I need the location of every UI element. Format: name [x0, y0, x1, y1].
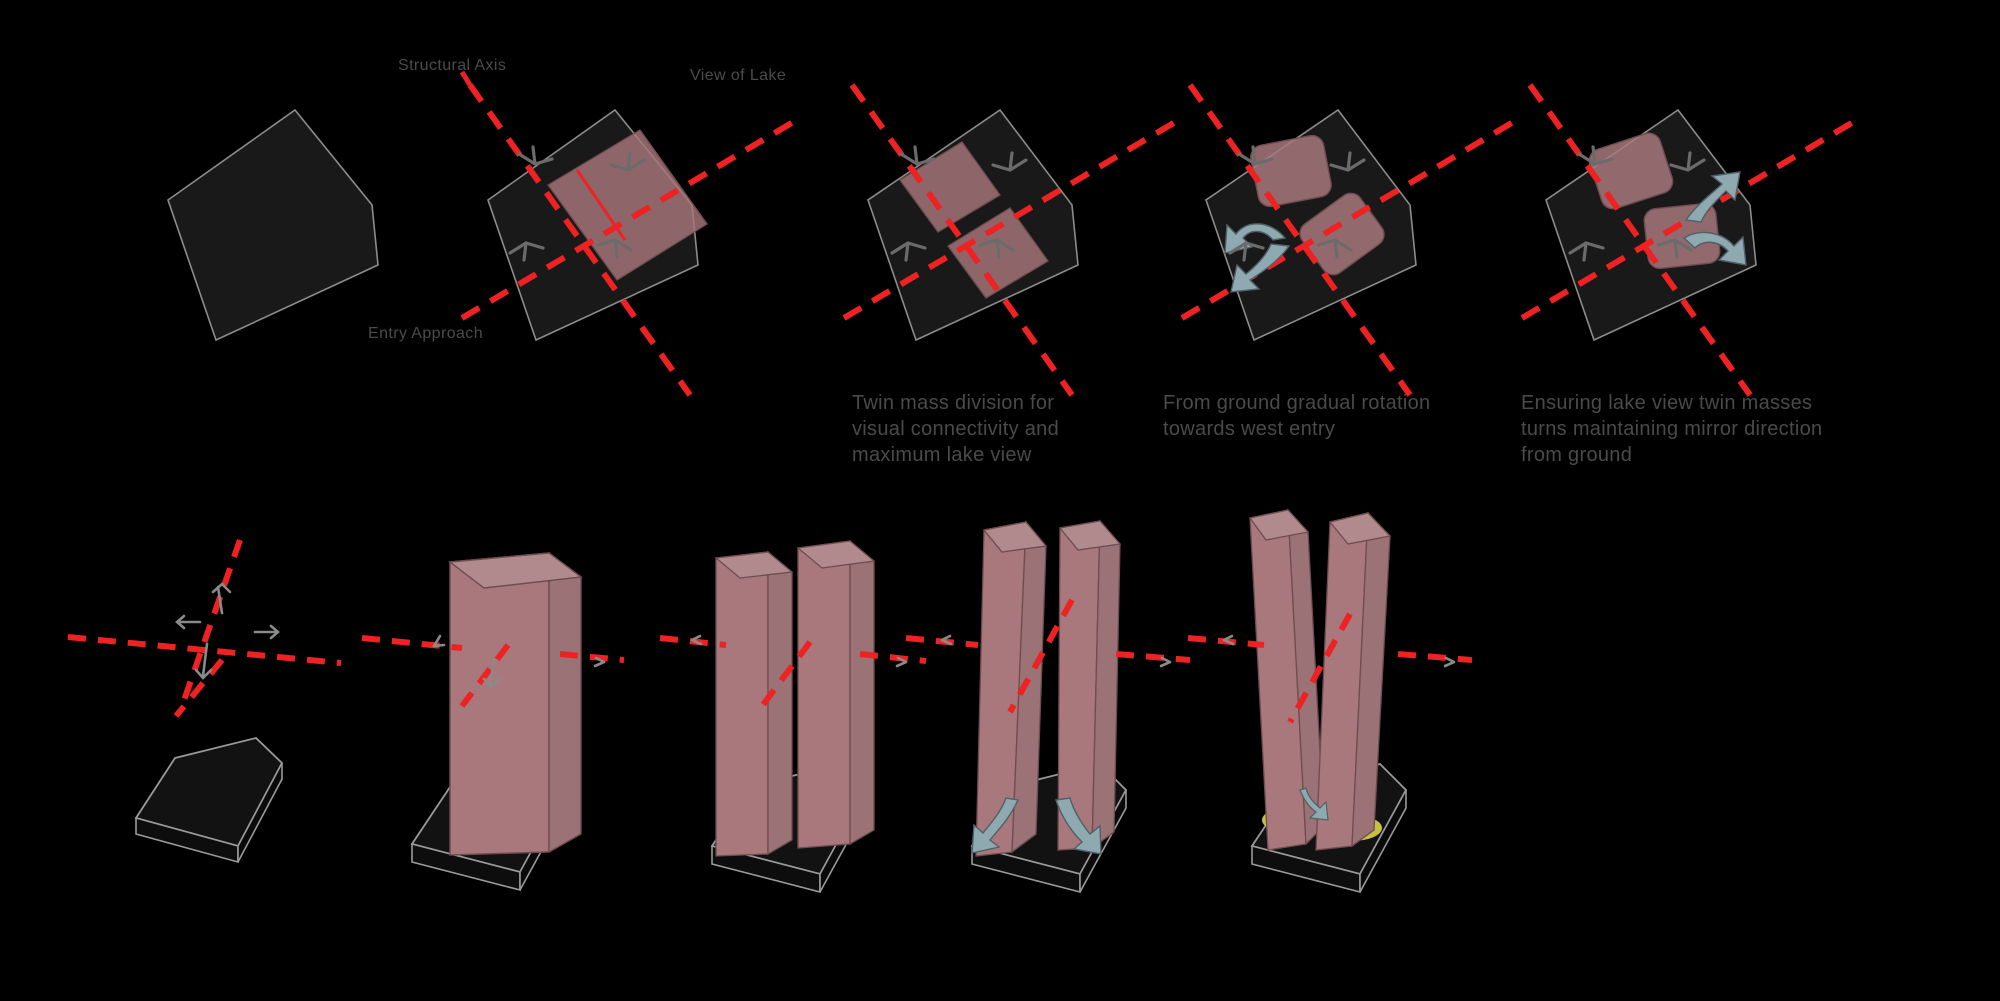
tower-side-face — [548, 551, 582, 854]
rotation-arrow-base — [1299, 787, 1329, 821]
axis-direction-arrows — [690, 634, 908, 668]
caption-panel-5: Ensuring lake view twin masses turns mai… — [1521, 392, 1823, 466]
rotation-arrow-right — [1682, 231, 1747, 266]
tower-b-side — [849, 539, 875, 846]
structural-axis-line — [467, 83, 693, 397]
view-of-lake-axis-line-right — [1115, 651, 1191, 663]
panel-2-single-mass — [459, 70, 802, 397]
axis-tick-arrows — [1228, 145, 1366, 262]
panel-5-mirrored-rotation — [1520, 83, 1862, 397]
panel-10-twisted-towers — [1187, 508, 1473, 894]
label-view-of-lake: View of Lake — [690, 67, 787, 84]
tower-b-roof — [796, 540, 876, 569]
rotation-arrow-right — [1055, 797, 1102, 855]
structural-axis-line-lower — [173, 658, 225, 718]
axis-tick-arrows — [1568, 145, 1706, 262]
panel-8-twin-towers — [659, 539, 927, 894]
rotation-arrow-lower-left — [1230, 243, 1291, 293]
tower-a-roof — [1248, 509, 1310, 541]
axis-tick-arrows — [890, 145, 1028, 262]
view-of-lake-axis-line-right — [859, 651, 927, 664]
structural-axis-line-lower — [759, 640, 813, 708]
view-of-lake-axis-line-right — [1397, 651, 1473, 663]
building-mass-north — [899, 141, 1001, 233]
tower-b-roof — [1328, 512, 1392, 545]
tower-b-roof — [1058, 520, 1122, 551]
tower-roof-shadow — [448, 552, 583, 589]
center-cross-v — [575, 169, 627, 241]
tower-a-roof — [982, 521, 1048, 553]
axis-direction-arrows — [175, 582, 280, 680]
building-mass-north — [1250, 134, 1332, 208]
site-polygon — [867, 108, 1079, 342]
caption-panel-3: Twin mass division for visual connectivi… — [852, 392, 1060, 466]
structural-axis-line — [849, 83, 1075, 397]
panel-7-single-tower — [361, 551, 625, 892]
panel-3-twin-masses — [842, 83, 1184, 397]
slab-edge-right — [1359, 789, 1407, 893]
panel-1-site-plan — [167, 108, 379, 342]
structural-axis-line-lower — [1007, 598, 1075, 714]
structural-axis-line — [1187, 83, 1413, 397]
panel-4-rotating-masses — [1180, 83, 1522, 397]
tower-a-side — [767, 550, 793, 856]
leader-structural-axis — [459, 70, 473, 87]
axis-direction-arrows — [940, 634, 1172, 668]
building-mass — [547, 129, 708, 281]
site-polygon — [167, 108, 379, 342]
tower-a-roof — [714, 551, 794, 579]
axis-direction-arrows — [432, 634, 606, 689]
structural-axis-line-lower — [1287, 612, 1353, 724]
label-entry-approach: Entry Approach — [368, 325, 483, 342]
view-of-lake-axis-line-right — [559, 651, 625, 663]
rotation-arrow-left — [971, 797, 1020, 854]
axis-direction-arrows — [1222, 634, 1456, 668]
structural-axis-line — [1527, 83, 1753, 397]
label-structural-axis: Structural Axis — [398, 57, 507, 74]
view-of-lake-axis-line — [67, 634, 342, 666]
tower-b-front — [797, 540, 851, 849]
structural-axis-line-lower — [459, 643, 511, 708]
panel-9-rotating-towers — [905, 519, 1191, 894]
axis-tick-arrows — [508, 145, 646, 262]
panel-6-site-slab-3d — [67, 539, 342, 864]
rotation-arrow-up-right — [1684, 171, 1741, 223]
tower-a-front — [715, 551, 769, 857]
caption-panel-4: From ground gradual rotation towards wes… — [1163, 392, 1431, 440]
slab-edge-right — [237, 762, 283, 863]
view-of-lake-axis-line-left — [905, 635, 979, 648]
view-of-lake-axis-line-left — [361, 635, 463, 651]
